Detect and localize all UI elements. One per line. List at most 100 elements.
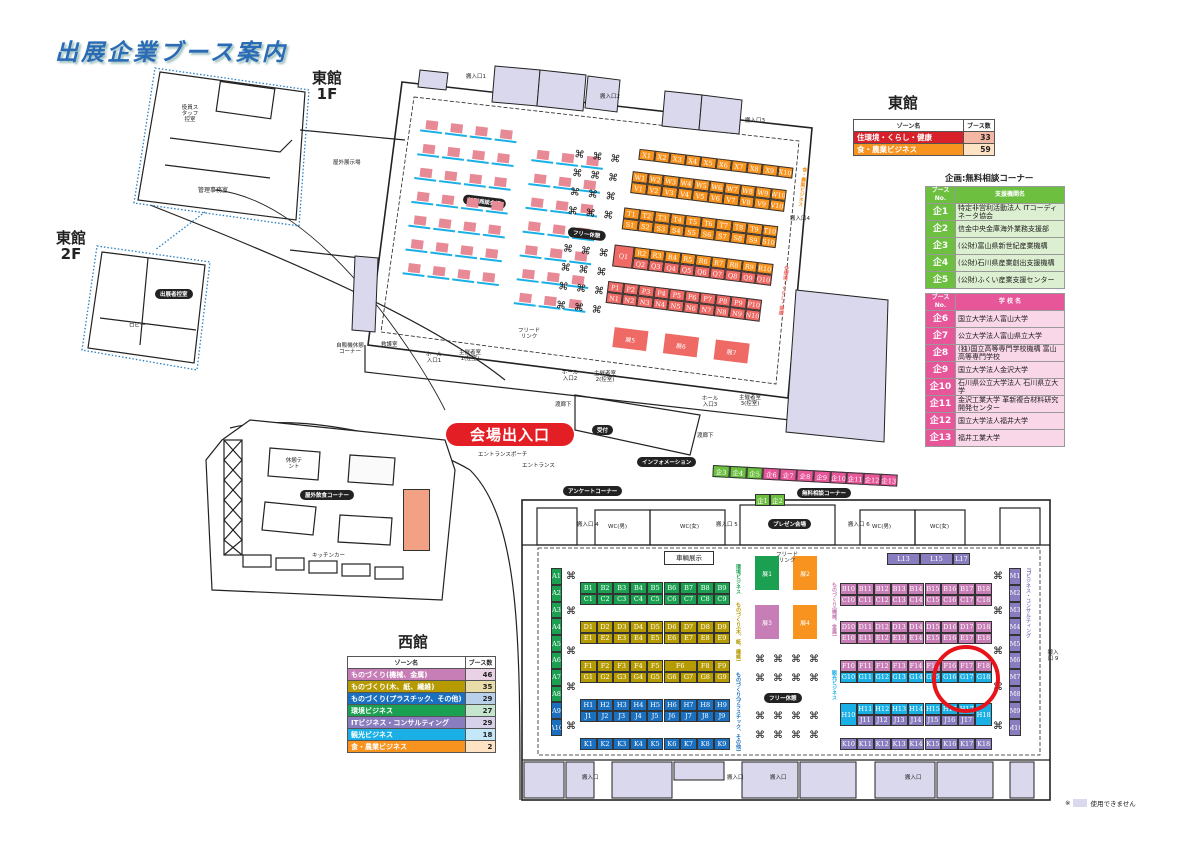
vending-label: 自販機休憩コーナー: [336, 343, 364, 355]
booth: C15: [924, 594, 942, 606]
gate-label: 搬入口: [727, 775, 744, 781]
zone-count: 35: [464, 680, 497, 693]
booth: J3: [613, 710, 631, 722]
booth: N4: [651, 297, 669, 311]
booth: V8: [737, 195, 755, 209]
meeting-table: [482, 224, 506, 239]
free-drink-label: フリードリンク: [776, 552, 799, 564]
consult-booth: 企9: [813, 470, 831, 484]
table-top: [466, 197, 480, 209]
booth: Q7: [708, 267, 726, 281]
booth: C12: [873, 594, 891, 606]
zone-count: 59: [963, 143, 995, 156]
meeting-table: [460, 197, 484, 212]
booth: E8: [696, 632, 714, 644]
booth: L13: [887, 553, 920, 565]
consult-booth: 企3: [712, 465, 730, 478]
booth: X3: [669, 152, 686, 166]
zone-header: ゾーン名: [347, 656, 466, 669]
zone-label-wood: ものづくり(木、紙、繊維): [735, 602, 741, 662]
booth: A5: [551, 635, 562, 652]
booth: J14: [907, 714, 925, 726]
booth: V2: [645, 183, 663, 197]
page-title: 出展企業ブース案内: [55, 40, 288, 66]
meeting-table: [458, 221, 481, 236]
booth: K13: [890, 738, 908, 750]
chair-icon: ⌘: [571, 167, 583, 181]
booth: A3: [551, 601, 562, 619]
booth: N10: [744, 308, 761, 322]
zone-count: 46: [464, 668, 497, 681]
zone-count: 33: [963, 131, 995, 144]
chair-icon: ⌘: [587, 188, 599, 202]
booth: C9: [713, 593, 731, 605]
outdoor-food-label: 屋外飲食コーナー: [300, 490, 355, 500]
wc-label: WC(女): [680, 524, 700, 530]
booth: G6: [663, 671, 681, 683]
zone-name: 食・農業ビジネス: [347, 740, 466, 753]
chair-icon: ⌘: [607, 172, 619, 185]
chair-icon: ⌘: [791, 730, 801, 741]
booth: V7: [722, 193, 740, 207]
booth: M3: [1009, 601, 1021, 619]
booth: B14: [907, 583, 925, 595]
booth: F10: [840, 660, 857, 672]
booth: S3: [652, 222, 670, 235]
chair-icon: ⌘: [595, 266, 607, 279]
booth: Q2: [631, 257, 649, 271]
booth: G5: [646, 671, 664, 683]
booth: D17: [958, 621, 976, 633]
table-top: [530, 197, 544, 208]
meeting-table: [430, 242, 453, 257]
booth: K1: [580, 738, 597, 750]
gate-label: 搬入口 4: [577, 522, 599, 528]
organization-name: 福井工業大学: [955, 429, 1065, 447]
booth: Q6: [693, 265, 711, 279]
booth-no: 企13: [925, 429, 956, 447]
booth: J6: [663, 710, 681, 722]
east-legend-title: 東館: [888, 94, 919, 112]
gate-label: 搬入口 9: [1047, 650, 1059, 662]
west-free-rest-label: フリー休憩: [764, 693, 802, 703]
booth: S2: [637, 220, 654, 234]
meeting-table: [441, 146, 465, 161]
chair-icon: ⌘: [809, 654, 819, 665]
booth: Q9: [739, 271, 757, 284]
staff-room-label: 役員スタッフ控室: [181, 105, 199, 123]
booth: F2: [596, 660, 614, 672]
wc-label: WC(女): [930, 524, 950, 530]
chair-icon: ⌘: [773, 711, 783, 722]
booth: G12: [873, 671, 891, 683]
booth: C2: [596, 593, 614, 605]
booth: K14: [907, 738, 925, 750]
gate-label: 搬入口: [905, 775, 922, 781]
meeting-table: [479, 248, 503, 263]
chair-icon: ⌘: [604, 191, 617, 204]
table-top: [419, 167, 433, 179]
meeting-table: [513, 292, 537, 307]
booth: Q4: [662, 261, 680, 275]
entrance-porch-label: エントランスポーチ: [478, 452, 528, 458]
legend-row: ものづくり(プラスチック、その他)29: [347, 692, 497, 705]
organization-name: 国立大学法人金沢大学: [955, 361, 1065, 379]
booth: J8: [696, 710, 714, 722]
table-top: [432, 266, 446, 277]
booth: E13: [890, 632, 908, 644]
table-top: [469, 173, 483, 185]
booth: E16: [941, 632, 959, 644]
zone-label-tourism: 観光ビジネス: [831, 670, 837, 700]
booth: B2: [596, 582, 614, 594]
chair-icon: ⌘: [593, 285, 605, 298]
booth: F11: [856, 660, 874, 672]
booth: Q5: [678, 263, 695, 277]
meeting-table: [414, 167, 437, 182]
booth: D4: [630, 621, 647, 633]
zone-count: 2: [464, 740, 497, 753]
meeting-table: [528, 173, 551, 188]
booth: F13: [890, 660, 908, 672]
